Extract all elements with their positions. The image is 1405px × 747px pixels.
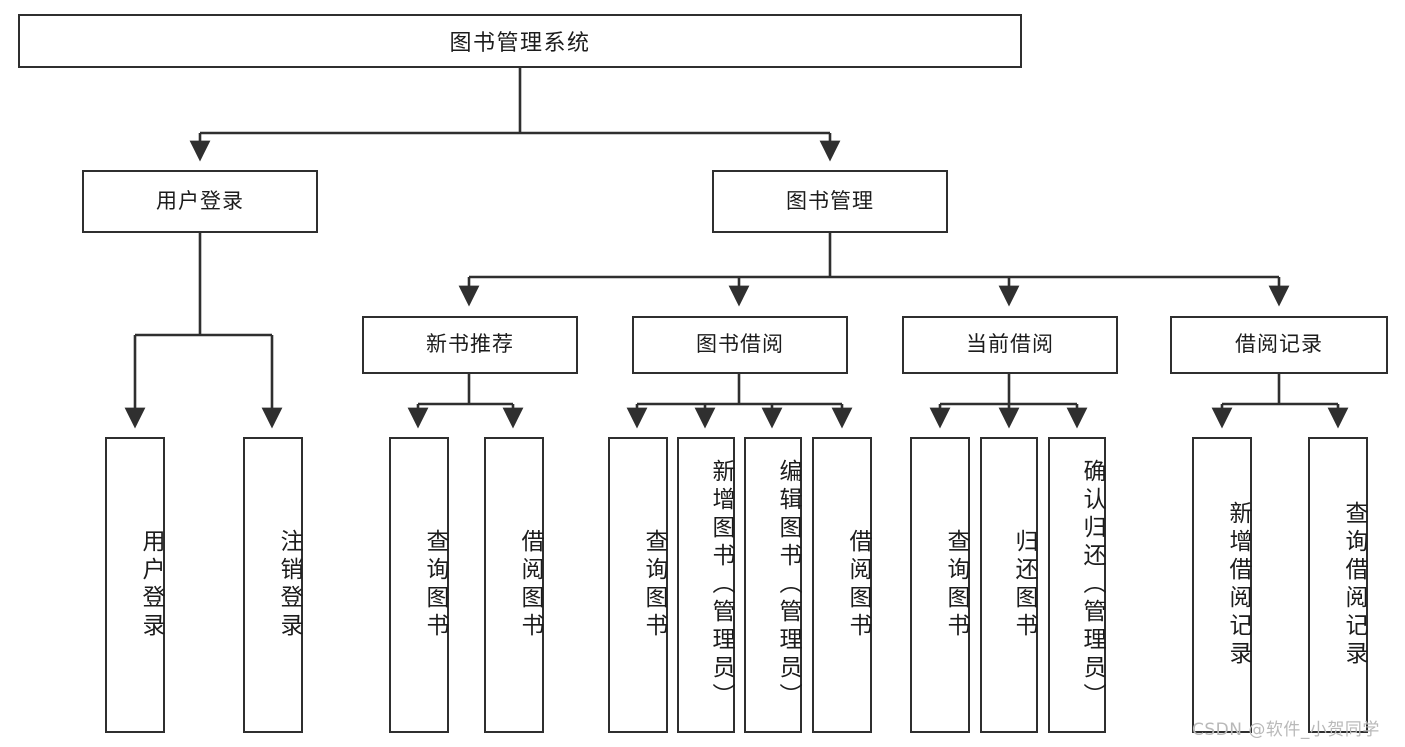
node-label: 归还图书 [1011, 529, 1037, 641]
node-label: 确认归还（管理员） [1079, 459, 1105, 711]
csdn-watermark: CSDN @软件_小贺同学 [1192, 720, 1380, 740]
leaf-add-borrow-record[interactable]: 新增借阅记录 [1192, 437, 1252, 733]
leaf-edit-book-admin[interactable]: 编辑图书（管理员） [744, 437, 802, 733]
node-label: 当前借阅 [966, 332, 1054, 357]
node-label: 注销登录 [276, 529, 302, 641]
node-label: 图书管理 [786, 188, 874, 213]
leaf-borrow-book[interactable]: 借阅图书 [812, 437, 872, 733]
node-label: 用户登录 [156, 188, 244, 213]
node-new-book-recommend[interactable]: 新书推荐 [362, 316, 578, 374]
node-borrow-records[interactable]: 借阅记录 [1170, 316, 1388, 374]
leaf-logout[interactable]: 注销登录 [243, 437, 303, 733]
node-label: 图书管理系统 [449, 31, 591, 56]
node-label: 图书借阅 [696, 332, 784, 357]
leaf-return-book[interactable]: 归还图书 [980, 437, 1038, 733]
node-label: 查询图书 [641, 529, 667, 641]
node-label: 借阅记录 [1235, 332, 1323, 357]
node-root-system[interactable]: 图书管理系统 [18, 14, 1022, 68]
leaf-user-login[interactable]: 用户登录 [105, 437, 165, 733]
leaf-query-book-current[interactable]: 查询图书 [910, 437, 970, 733]
node-label: 查询借阅记录 [1341, 501, 1367, 669]
node-book-borrow[interactable]: 图书借阅 [632, 316, 848, 374]
node-label: 查询图书 [943, 529, 969, 641]
node-current-borrow[interactable]: 当前借阅 [902, 316, 1118, 374]
node-label: 新书推荐 [426, 332, 514, 357]
leaf-confirm-return-admin[interactable]: 确认归还（管理员） [1048, 437, 1106, 733]
node-label: 新增借阅记录 [1225, 501, 1251, 669]
leaf-query-book-borrow[interactable]: 查询图书 [608, 437, 668, 733]
node-label: 新增图书（管理员） [708, 459, 734, 711]
leaf-add-book-admin[interactable]: 新增图书（管理员） [677, 437, 735, 733]
node-label: 查询图书 [422, 529, 448, 641]
node-user-login[interactable]: 用户登录 [82, 170, 318, 233]
node-label: 编辑图书（管理员） [775, 459, 801, 711]
leaf-query-book-recommend[interactable]: 查询图书 [389, 437, 449, 733]
leaf-query-borrow-record[interactable]: 查询借阅记录 [1308, 437, 1368, 733]
node-book-management[interactable]: 图书管理 [712, 170, 948, 233]
node-label: 用户登录 [138, 529, 164, 641]
leaf-borrow-book-recommend[interactable]: 借阅图书 [484, 437, 544, 733]
node-label: 借阅图书 [845, 529, 871, 641]
node-label: 借阅图书 [517, 529, 543, 641]
